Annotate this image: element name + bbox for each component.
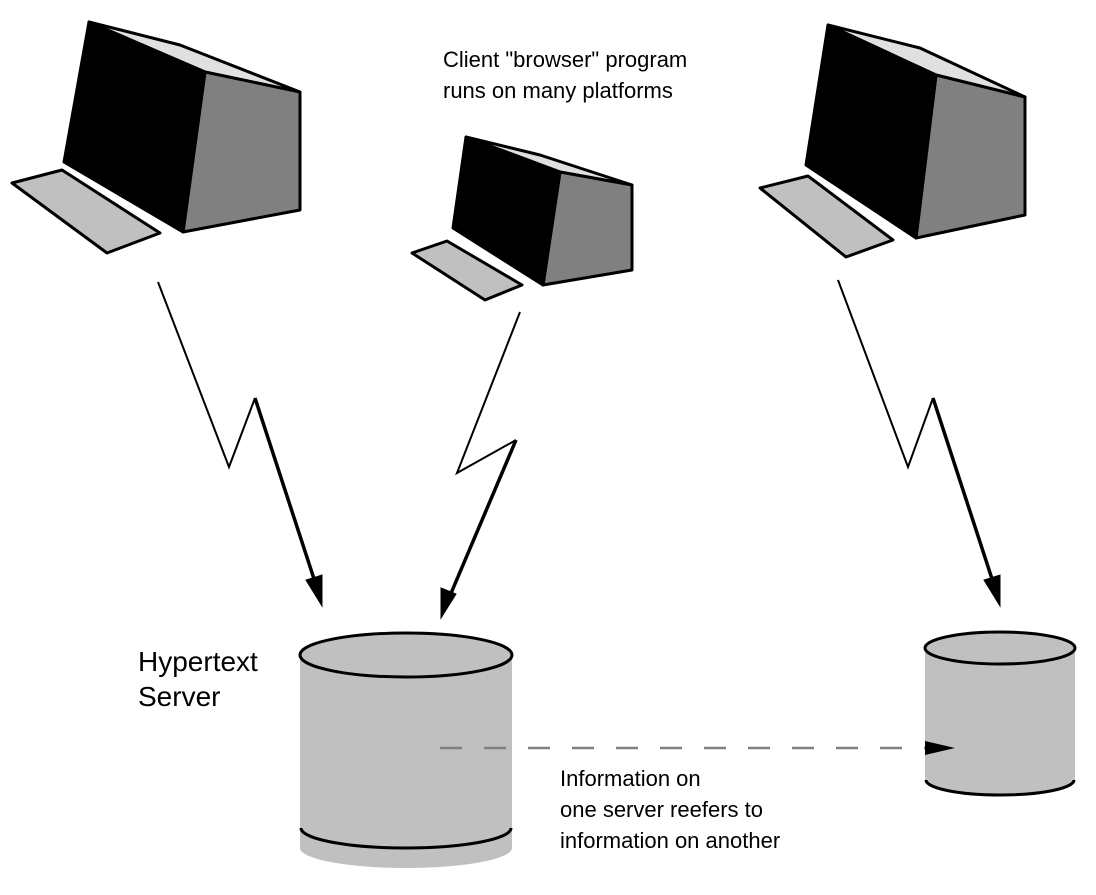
keyboard bbox=[10, 168, 162, 255]
client-label-line2: runs on many platforms bbox=[443, 78, 673, 103]
computer-icon-middle bbox=[410, 135, 634, 302]
server-label-line2: Server bbox=[138, 681, 221, 712]
client-label-line1: Client "browser" program bbox=[443, 47, 688, 72]
lightning-arrow-middle bbox=[440, 311, 521, 620]
link-label-line2: one server reefers to bbox=[560, 797, 763, 822]
monitor-screen bbox=[62, 20, 207, 234]
computer-icon-right bbox=[758, 23, 1027, 259]
dashed-link-arrow bbox=[440, 741, 955, 755]
monitor-screen bbox=[804, 23, 938, 240]
lightning-arrow-left bbox=[157, 281, 323, 608]
server-database-icon-left bbox=[298, 631, 514, 868]
link-label-line3: information on another bbox=[560, 828, 781, 853]
arrowhead bbox=[440, 587, 457, 620]
server-label-line1: Hypertext bbox=[138, 646, 258, 677]
arrowhead bbox=[305, 574, 323, 608]
arrowhead bbox=[925, 741, 955, 755]
hypertext-server-label: Hypertext Server bbox=[138, 644, 258, 714]
keyboard bbox=[758, 174, 895, 259]
monitor-screen bbox=[451, 135, 562, 287]
client-browser-label: Client "browser" program runs on many pl… bbox=[443, 44, 687, 106]
computer-icon-left bbox=[10, 20, 302, 255]
arrowhead bbox=[983, 574, 1001, 608]
lightning-arrow-right bbox=[837, 279, 1001, 608]
link-description-label: Information on one server reefers to inf… bbox=[560, 763, 780, 856]
link-label-line1: Information on bbox=[560, 766, 701, 791]
keyboard bbox=[410, 239, 524, 302]
server-database-icon-right bbox=[923, 630, 1077, 797]
